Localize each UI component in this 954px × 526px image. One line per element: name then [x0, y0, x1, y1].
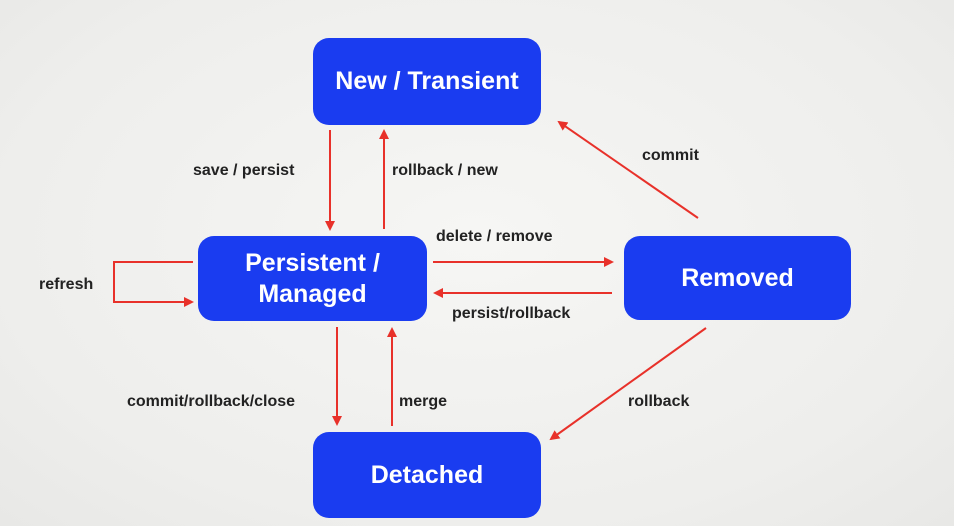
- state-persistent-managed: Persistent / Managed: [198, 236, 427, 321]
- label-merge: merge: [399, 393, 448, 410]
- arrow-rollback: [549, 327, 707, 441]
- label-refresh: refresh: [39, 276, 94, 293]
- arrow-commit: [557, 120, 699, 219]
- arrow-refresh: [113, 261, 194, 307]
- label-persist-rollback: persist/rollback: [452, 305, 571, 322]
- state-new-transient: New / Transient: [313, 38, 541, 125]
- state-detached: Detached: [313, 432, 541, 518]
- label-save-persist: save / persist: [193, 162, 295, 179]
- label-rollback: rollback: [628, 393, 690, 410]
- state-removed: Removed: [624, 236, 851, 320]
- label-delete-remove: delete / remove: [436, 228, 553, 245]
- label-commit-rollback-close: commit/rollback/close: [127, 393, 296, 410]
- label-rollback-new: rollback / new: [392, 162, 498, 179]
- label-commit: commit: [642, 147, 699, 164]
